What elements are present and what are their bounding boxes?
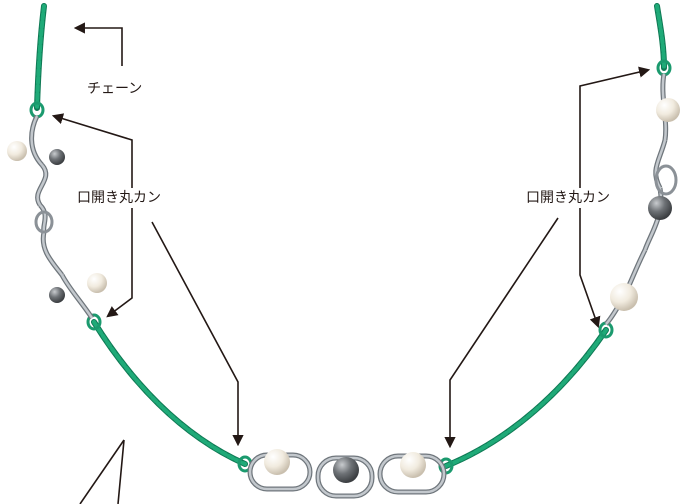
pearl-gray: [333, 457, 359, 483]
pearl-white: [264, 449, 290, 475]
label-chain: チェーン: [84, 79, 146, 99]
pearl-gray: [49, 287, 65, 303]
arrow-ring-bottom-right: [579, 208, 601, 329]
pearl-white: [7, 141, 27, 161]
chain-bottom-left: [91, 319, 248, 467]
label-ring-left: 口開き丸カン: [74, 188, 164, 208]
right-pearl-section: [604, 73, 680, 326]
chain: [34, 3, 667, 469]
center-pearl-section: [247, 449, 447, 499]
callout-arrows: [51, 22, 651, 504]
jump-rings: [29, 59, 672, 475]
arrow-ring-top-left: [51, 113, 133, 188]
pearl-gray: [49, 149, 65, 165]
pearl-white: [610, 283, 638, 311]
chain-bottom-right: [443, 327, 609, 469]
pearl-white: [87, 273, 107, 293]
pearl-white: [400, 452, 426, 478]
arrow-chain: [73, 22, 123, 66]
jump-ring-bottom-left: [86, 313, 102, 331]
chain-top-right: [654, 3, 667, 71]
leader-line: [79, 439, 125, 504]
label-ring-right: 口開き丸カン: [523, 188, 613, 208]
chain-top-left: [34, 3, 47, 111]
pearl-gray: [648, 196, 672, 220]
arrow-ring-bottom-left: [106, 208, 133, 318]
arrow-ring-bottom-center-right: [444, 217, 559, 449]
pearl-white: [656, 98, 680, 122]
leader-line: [117, 439, 125, 504]
left-pearl-section: [7, 114, 107, 320]
arrow-ring-bottom-center-left: [151, 221, 244, 447]
arrow-ring-top-right: [579, 66, 651, 188]
